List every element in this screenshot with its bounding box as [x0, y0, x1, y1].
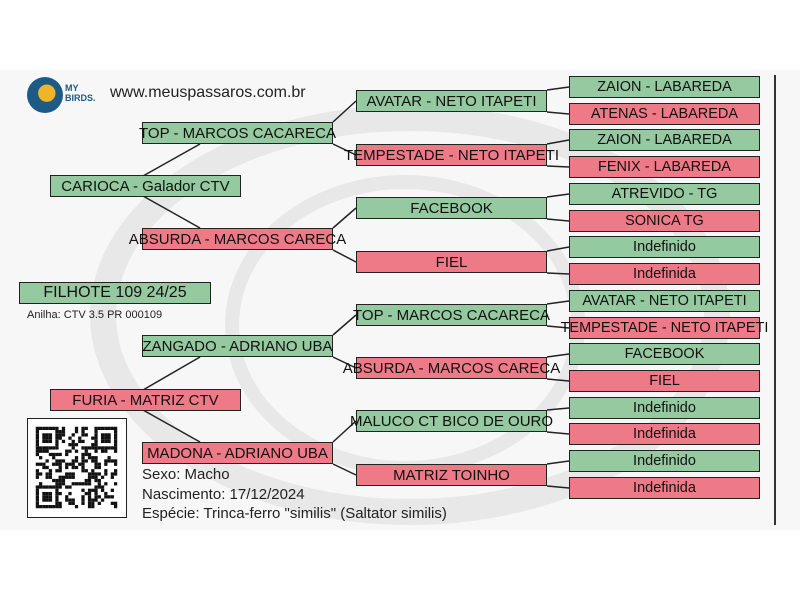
great-great-grandparent-box: Indefinido: [569, 236, 760, 258]
connector-line: [546, 218, 570, 222]
great-great-grandparent-box: ZAION - LABAREDA: [569, 76, 760, 98]
website-url: www.meuspassaros.com.br: [110, 84, 306, 101]
species: Espécie: Trinca-ferro "similis" (Saltato…: [142, 505, 447, 522]
connector-line: [332, 314, 357, 336]
sex-label: Sexo: Macho: [142, 466, 230, 483]
connector-line: [332, 356, 357, 369]
great-grandparent-box: FIEL: [356, 251, 547, 273]
great-great-grandparent-box: ZAION - LABAREDA: [569, 129, 760, 151]
subject-name: FILHOTE 109 24/25: [19, 282, 211, 304]
great-great-grandparent-box: Indefinida: [569, 423, 760, 445]
grandparent-box: TOP - MARCOS CACARECA: [139, 122, 336, 144]
great-grandparent-box: MATRIZ TOINHO: [356, 464, 547, 486]
ring-number: Anilha: CTV 3.5 PR 000109: [27, 309, 163, 321]
great-great-grandparent-box: FIEL: [569, 370, 760, 392]
great-grandparent-box: TEMPESTADE - NETO ITAPETI: [344, 144, 559, 166]
connector-line: [546, 325, 570, 329]
qr-code: [27, 418, 127, 518]
great-grandparent-box: MALUCO CT BICO DE OURO: [350, 410, 553, 432]
great-great-grandparent-box: ATENAS - LABAREDA: [569, 103, 760, 125]
connector-line: [332, 463, 357, 476]
great-great-grandparent-box: SONICA TG: [569, 210, 760, 232]
connector-line: [546, 378, 570, 382]
great-great-grandparent-box: ATREVIDO - TG: [569, 183, 760, 205]
connector-line: [546, 485, 570, 489]
great-grandparent-box: ABSURDA - MARCOS CARECA: [343, 357, 560, 379]
connector-line: [546, 407, 570, 411]
birth-date: Nascimento: 17/12/2024: [142, 486, 305, 503]
great-great-grandparent-box: Indefinido: [569, 450, 760, 472]
mybirds-logo: [27, 77, 63, 113]
connector-line: [546, 460, 570, 465]
great-grandparent-box: AVATAR - NETO ITAPETI: [356, 90, 547, 112]
divider-line: [774, 75, 776, 525]
connector-line: [546, 165, 570, 168]
connector-line: [546, 353, 570, 358]
connector-line: [332, 143, 357, 156]
connector-line: [142, 356, 201, 391]
connector-line: [142, 409, 201, 443]
connector-line: [546, 246, 570, 252]
connector-line: [546, 272, 570, 275]
great-great-grandparent-box: AVATAR - NETO ITAPETI: [569, 290, 760, 312]
great-great-grandparent-box: TEMPESTADE - NETO ITAPETI: [561, 317, 768, 339]
connector-line: [546, 193, 570, 198]
brand-logo-text: MY BIRDS.: [65, 83, 96, 103]
grandparent-box: ABSURDA - MARCOS CARECA: [129, 228, 346, 250]
great-great-grandparent-box: FACEBOOK: [569, 343, 760, 365]
great-grandparent-box: TOP - MARCOS CACARECA: [353, 304, 550, 326]
great-great-grandparent-box: Indefinida: [569, 477, 760, 499]
connector-line: [546, 111, 570, 115]
great-great-grandparent-box: FENIX - LABAREDA: [569, 156, 760, 178]
connector-line: [546, 300, 570, 305]
great-great-grandparent-box: Indefinida: [569, 263, 760, 285]
connector-line: [332, 420, 357, 443]
connector-line: [546, 431, 570, 435]
parent-box: FURIA - MATRIZ CTV: [50, 389, 241, 411]
connector-line: [332, 207, 357, 229]
grandparent-box: MADONA - ADRIANO UBA: [142, 442, 333, 464]
connector-line: [332, 100, 357, 123]
parent-box: CARIOCA - Galador CTV: [50, 175, 241, 197]
connector-line: [142, 195, 201, 229]
great-grandparent-box: FACEBOOK: [356, 197, 547, 219]
grandparent-box: ZANGADO - ADRIANO UBA: [142, 335, 333, 357]
qr-pattern: [35, 426, 118, 509]
connector-line: [142, 143, 201, 177]
connector-line: [332, 249, 357, 263]
great-great-grandparent-box: Indefinido: [569, 397, 760, 419]
connector-line: [546, 86, 570, 91]
connector-line: [546, 139, 570, 145]
